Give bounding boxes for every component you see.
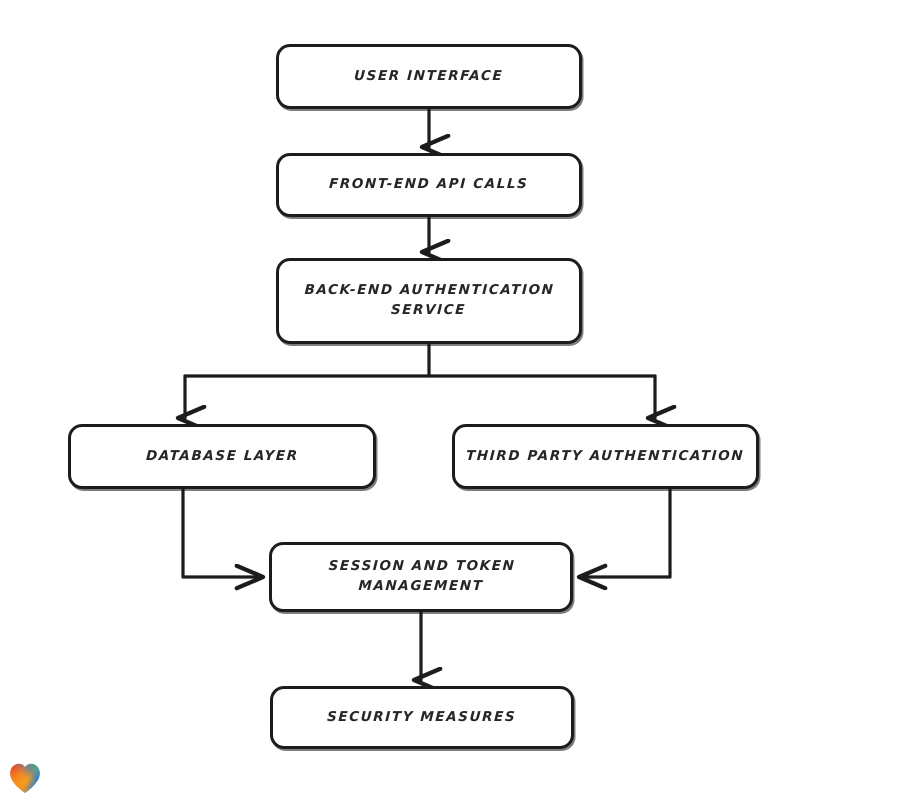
node-label-database-layer: Database Layer <box>145 447 299 464</box>
node-label-backend-authentication-service: Back-End Authentication Service <box>304 282 555 318</box>
edge-db-to-session <box>181 487 263 577</box>
node-backend-authentication-service[interactable]: Back-End Authentication Service <box>276 258 582 344</box>
node-database-layer[interactable]: Database Layer <box>68 424 376 489</box>
node-third-party-authentication[interactable]: Third Party Authentication <box>452 424 759 489</box>
node-label-third-party-authentication: Third Party Authentication <box>466 447 746 464</box>
node-label-frontend-api-calls: Front-End API Calls <box>328 176 530 193</box>
node-label-user-interface: User Interface <box>354 67 505 84</box>
node-security-measures[interactable]: Security Measures <box>270 686 574 749</box>
node-label-security-measures: Security Measures <box>326 708 518 725</box>
node-frontend-api-calls[interactable]: Front-End API Calls <box>276 153 582 217</box>
node-user-interface[interactable]: User Interface <box>276 44 582 109</box>
node-label-session-and-token-management: Session and Token Management <box>327 558 516 594</box>
node-session-and-token-management[interactable]: Session and Token Management <box>269 542 573 612</box>
edge-third-to-session <box>579 487 672 577</box>
gradient-heart-icon <box>10 763 40 793</box>
